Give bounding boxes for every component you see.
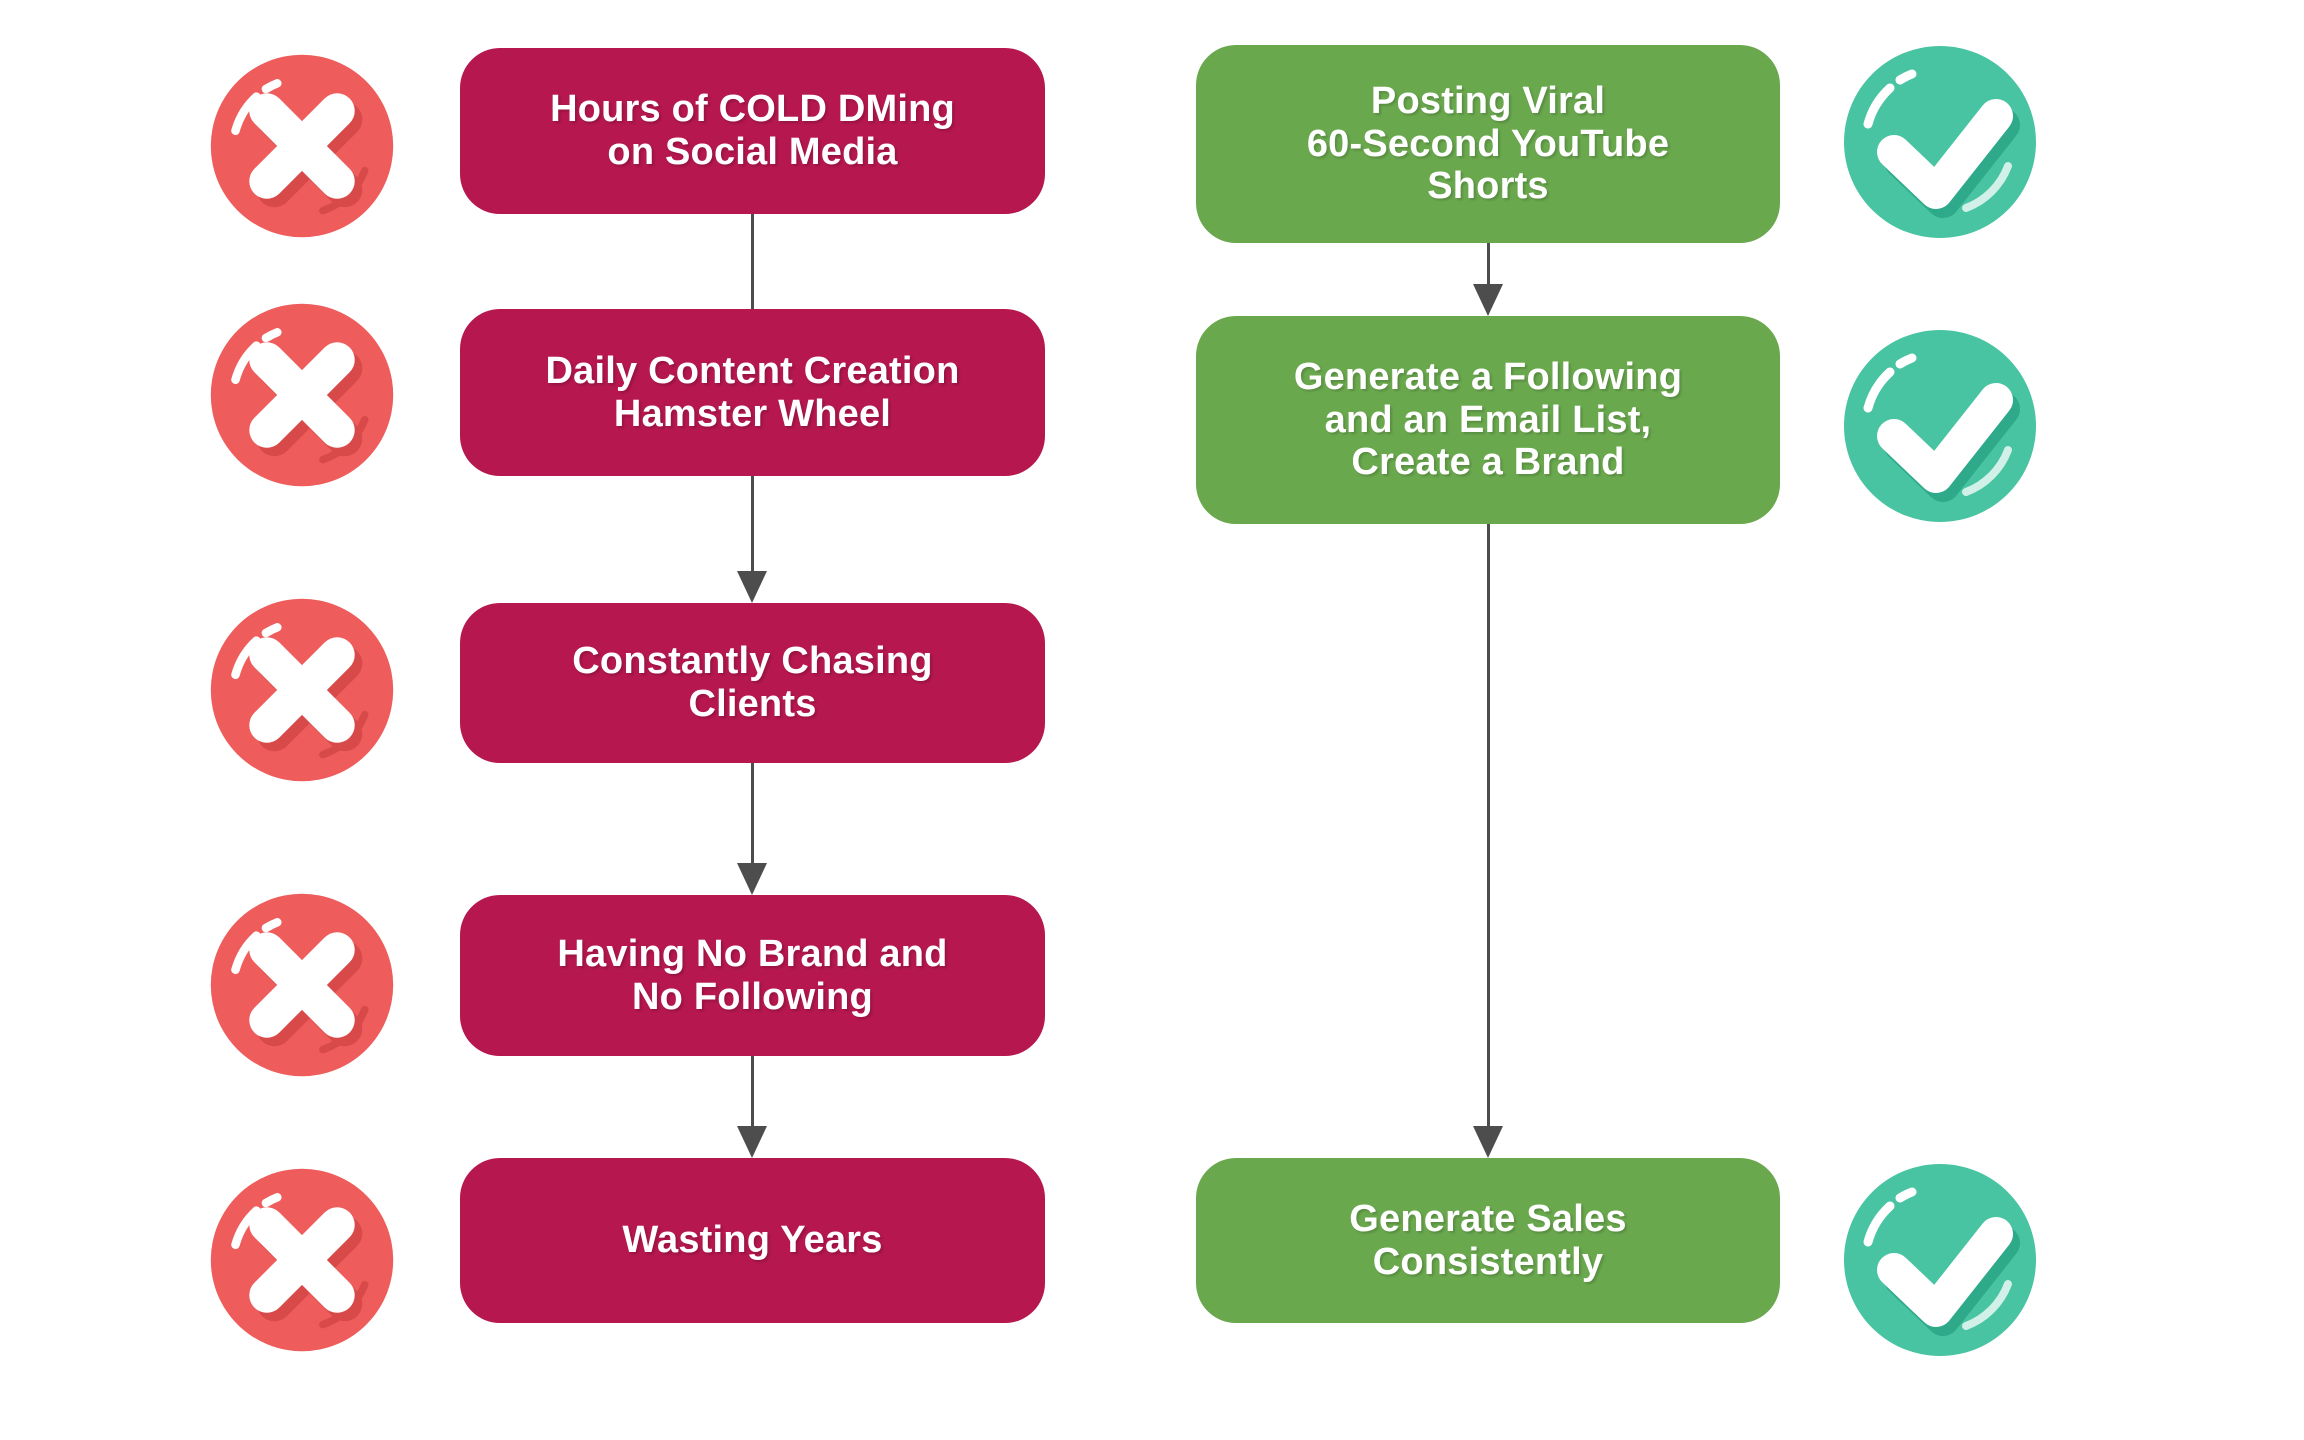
cross-icon: [207, 595, 397, 785]
flow-arrow: [736, 1056, 768, 1158]
flow-arrow: [1472, 524, 1504, 1158]
flow-connector: [736, 214, 768, 309]
positive-step-box: Posting Viral 60-Second YouTube Shorts: [1196, 45, 1780, 243]
negative-step-box: Wasting Years: [460, 1158, 1045, 1323]
positive-step-box: Generate Sales Consistently: [1196, 1158, 1780, 1323]
cross-icon: [207, 1165, 397, 1355]
flow-arrow: [736, 763, 768, 895]
check-icon: [1840, 326, 2040, 526]
flow-arrow: [736, 476, 768, 603]
negative-step-box: Having No Brand and No Following: [460, 895, 1045, 1056]
negative-step-box: Constantly Chasing Clients: [460, 603, 1045, 763]
cross-icon: [207, 51, 397, 241]
cross-icon: [207, 890, 397, 1080]
flow-arrow: [1472, 243, 1504, 316]
negative-step-box: Hours of COLD DMing on Social Media: [460, 48, 1045, 214]
negative-step-box: Daily Content Creation Hamster Wheel: [460, 309, 1045, 476]
positive-step-box: Generate a Following and an Email List, …: [1196, 316, 1780, 524]
check-icon: [1840, 42, 2040, 242]
cross-icon: [207, 300, 397, 490]
check-icon: [1840, 1160, 2040, 1360]
